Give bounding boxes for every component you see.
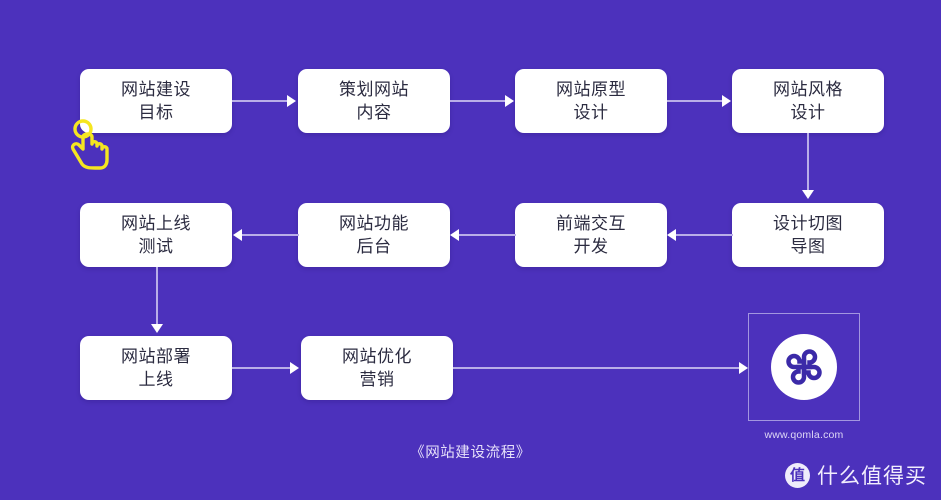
arrowhead-prototype-to-style <box>722 95 731 107</box>
node-label-line1: 网站风格 <box>773 80 843 99</box>
node-deploy-online[interactable]: 网站部署 上线 <box>80 336 232 400</box>
node-website-goal[interactable]: 网站建设 目标 <box>80 69 232 133</box>
node-label-line2: 目标 <box>138 103 174 122</box>
arrowhead-backend-to-launch-test <box>233 229 242 241</box>
node-style-design[interactable]: 网站风格 设计 <box>732 69 884 133</box>
node-label-line2: 后台 <box>356 237 392 256</box>
arrowhead-launch-test-to-deploy <box>151 324 163 333</box>
connector-prototype-to-style <box>667 100 729 102</box>
arrowhead-style-to-slicing <box>802 190 814 199</box>
arrowhead-marketing-to-logo <box>739 362 748 374</box>
node-label-line1: 网站建设 <box>121 80 191 99</box>
logo-box <box>748 313 860 421</box>
node-label-line1: 网站上线 <box>121 214 191 233</box>
node-label-line2: 导图 <box>790 237 826 256</box>
connector-slicing-to-frontend <box>675 234 733 236</box>
node-frontend-dev[interactable]: 前端交互 开发 <box>515 203 667 267</box>
connector-marketing-to-logo <box>453 367 745 369</box>
watermark-badge-icon: 值 <box>785 462 810 488</box>
qomla-clover-logo-icon <box>786 349 822 385</box>
node-label-line2: 设计 <box>790 103 826 122</box>
logo-circle <box>771 334 837 400</box>
node-design-slicing[interactable]: 设计切图 导图 <box>732 203 884 267</box>
arrowhead-content-to-prototype <box>505 95 514 107</box>
arrowhead-deploy-to-marketing <box>290 362 299 374</box>
connector-launch-test-to-deploy <box>156 267 158 327</box>
logo-url-text: www.qomla.com <box>764 429 844 441</box>
node-label-line1: 网站优化 <box>342 347 412 366</box>
connector-backend-to-launch-test <box>241 234 299 236</box>
node-label-line1: 策划网站 <box>339 80 409 99</box>
node-label-line1: 前端交互 <box>556 214 626 233</box>
tap-hand-cursor-icon <box>70 119 109 170</box>
node-backend-features[interactable]: 网站功能 后台 <box>298 203 450 267</box>
node-label-line2: 内容 <box>356 103 392 122</box>
node-label-line1: 网站部署 <box>121 347 191 366</box>
node-plan-content[interactable]: 策划网站 内容 <box>298 69 450 133</box>
arrowhead-frontend-to-backend <box>450 229 459 241</box>
watermark-label: 什么值得买 <box>817 465 927 488</box>
connector-frontend-to-backend <box>458 234 516 236</box>
connector-goal-to-content <box>232 100 294 102</box>
node-label-line2: 测试 <box>138 237 174 256</box>
connector-content-to-prototype <box>450 100 512 102</box>
node-launch-test[interactable]: 网站上线 测试 <box>80 203 232 267</box>
node-label-line2: 营销 <box>359 370 395 389</box>
diagram-caption: 《网站建设流程》 <box>410 445 531 461</box>
node-label-line2: 设计 <box>573 103 609 122</box>
node-label-line2: 上线 <box>138 370 174 389</box>
arrowhead-slicing-to-frontend <box>667 229 676 241</box>
connector-style-to-slicing <box>807 133 809 193</box>
node-label-line1: 设计切图 <box>773 214 843 233</box>
node-label-line1: 网站原型 <box>556 80 626 99</box>
node-optimize-marketing[interactable]: 网站优化 营销 <box>301 336 453 400</box>
connector-deploy-to-marketing <box>232 367 295 369</box>
node-prototype-design[interactable]: 网站原型 设计 <box>515 69 667 133</box>
node-label-line1: 网站功能 <box>339 214 409 233</box>
arrowhead-goal-to-content <box>287 95 296 107</box>
node-label-line2: 开发 <box>573 237 609 256</box>
watermark: 值 什么值得买 <box>785 460 927 490</box>
